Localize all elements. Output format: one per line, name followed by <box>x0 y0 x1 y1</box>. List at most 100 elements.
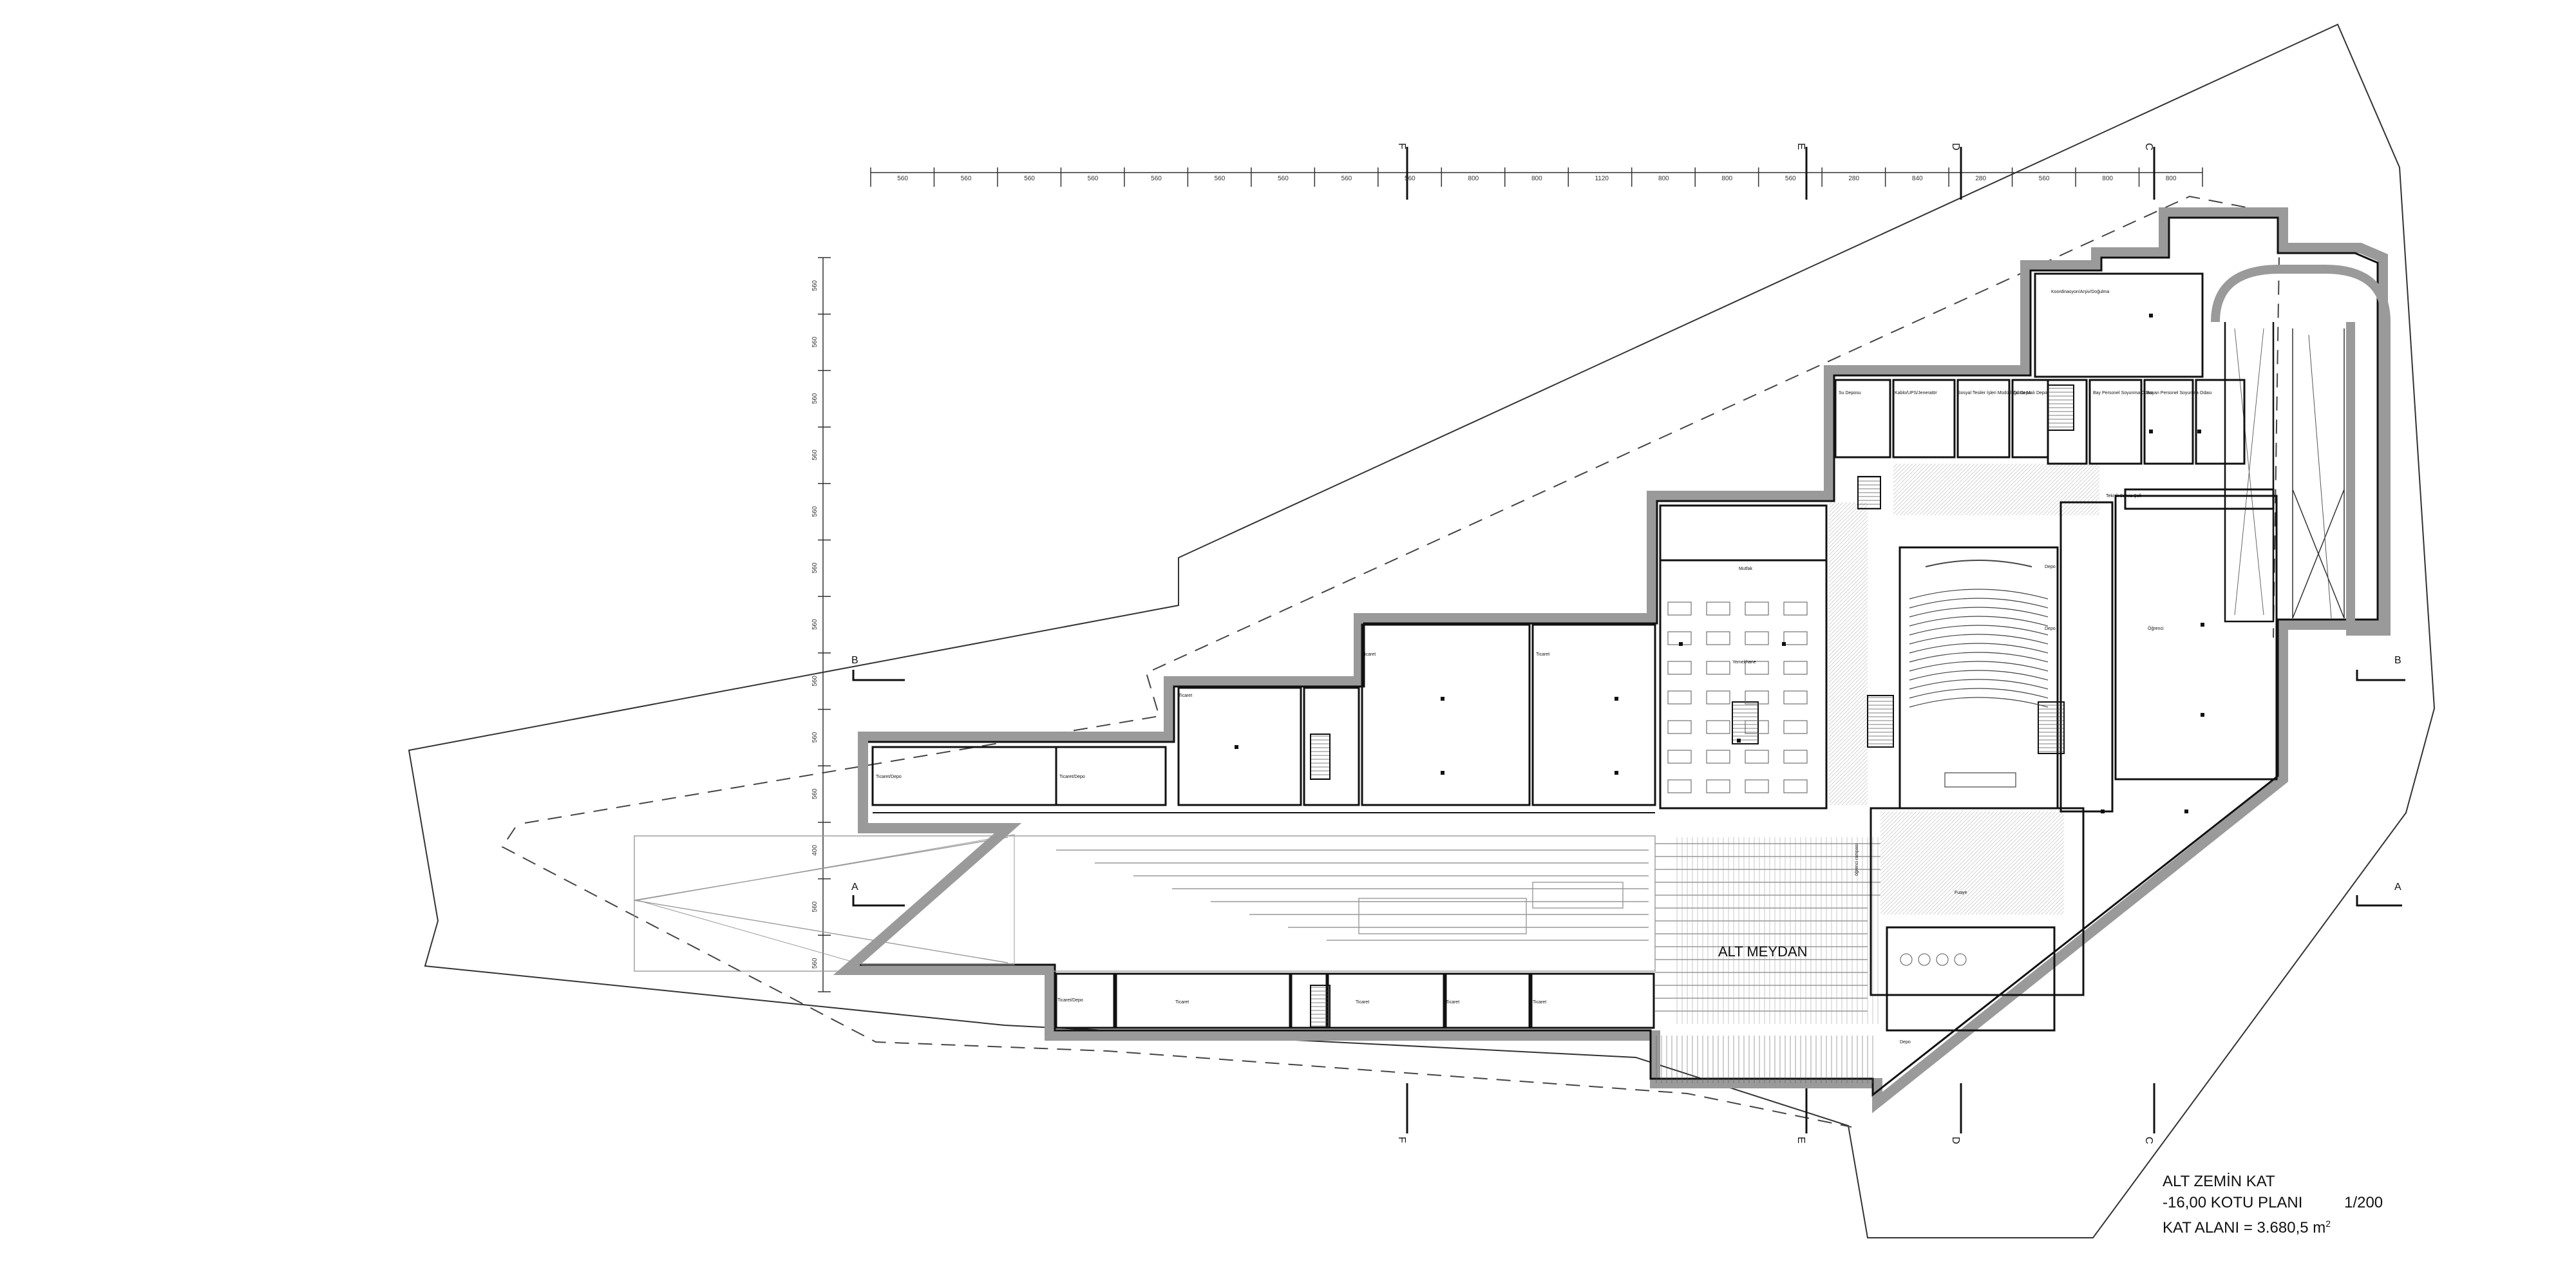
column <box>1679 642 1683 646</box>
dimension-value: 560 <box>811 732 819 743</box>
svg-text:Depo: Depo <box>2045 627 2056 631</box>
canteen-tables <box>1667 601 1967 966</box>
dimension-value: 560 <box>1278 175 1289 182</box>
svg-text:Mutfak: Mutfak <box>1739 567 1753 571</box>
floor-area-row: KAT ALANI = 3.680,5 m2 <box>2163 1213 2497 1238</box>
dimension-value: 800 <box>1721 175 1732 182</box>
dimension-value: 560 <box>1341 175 1352 182</box>
dimension-value: 560 <box>2039 175 2050 182</box>
table <box>1667 661 1692 675</box>
building-shell <box>833 207 2388 1113</box>
column <box>1737 739 1741 743</box>
table <box>1783 750 1808 764</box>
ramp-tower <box>2211 265 2391 636</box>
table <box>1783 631 1808 645</box>
svg-text:Teknik Servis Şefi: Teknik Servis Şefi <box>2106 494 2142 498</box>
interior-walls <box>871 272 2278 1032</box>
dimension-value: 800 <box>1658 175 1669 182</box>
column <box>2201 623 2204 627</box>
dimension-value: 400 <box>811 845 819 856</box>
table <box>1745 661 1769 675</box>
dimension-value: 560 <box>811 336 819 347</box>
table <box>1745 750 1769 764</box>
svg-text:Zabıta Malı Depo: Zabıta Malı Depo <box>2012 391 2047 395</box>
svg-text:Fuaye: Fuaye <box>1955 891 1967 895</box>
table <box>1745 690 1769 705</box>
site-boundary <box>408 23 2436 1238</box>
dimension-value: 560 <box>811 450 819 460</box>
svg-text:öğrenci rampası: öğrenci rampası <box>1855 844 1859 876</box>
table <box>1706 750 1730 764</box>
svg-text:Bayan Personel Soyunma Odası: Bayan Personel Soyunma Odası <box>2146 391 2212 395</box>
column <box>2184 810 2188 813</box>
cafe-table <box>1954 953 1967 966</box>
svg-text:Ticaret: Ticaret <box>1356 1000 1369 1005</box>
area-unit-superscript: 2 <box>2325 1218 2331 1229</box>
svg-text:E: E <box>1795 1137 1806 1144</box>
svg-text:Ticaret: Ticaret <box>1175 1000 1189 1005</box>
cafe-table <box>1918 953 1931 966</box>
table <box>1745 601 1769 616</box>
table <box>1667 750 1692 764</box>
svg-text:Bay Personel Soyunma Odası: Bay Personel Soyunma Odası <box>2093 391 2154 395</box>
title-block: ALT ZEMİN KAT -16,00 KOTU PLANI 1/200 KA… <box>2163 1171 2497 1238</box>
table <box>1667 690 1692 705</box>
column <box>1441 771 1444 775</box>
column <box>2149 314 2153 317</box>
stairs <box>1310 384 2074 1028</box>
table <box>1783 690 1808 705</box>
svg-text:A: A <box>851 882 858 893</box>
cafe-table <box>1900 953 1913 966</box>
plaza-outline <box>634 835 1880 1012</box>
dimension-value: 560 <box>811 958 819 969</box>
svg-text:D: D <box>1950 143 1961 151</box>
auditorium-seating <box>1909 560 2049 788</box>
dimension-value: 560 <box>811 506 819 516</box>
column <box>1441 697 1444 701</box>
svg-text:A: A <box>2394 882 2401 893</box>
dimension-value: 840 <box>1912 175 1923 182</box>
svg-text:F: F <box>1396 143 1407 149</box>
svg-text:E: E <box>1795 143 1806 150</box>
room-labels: Ticaret/Depo Ticaret/Depo Ticaret Ticare… <box>876 290 2212 1045</box>
table <box>1706 779 1730 793</box>
dimension-value: 560 <box>811 280 819 291</box>
svg-text:Kablo/UPS/Jeneratör: Kablo/UPS/Jeneratör <box>1895 391 1937 395</box>
table <box>1667 720 1692 734</box>
dimension-value: 560 <box>1785 175 1796 182</box>
setback-line-south <box>501 827 1852 1128</box>
svg-text:Ticaret: Ticaret <box>1533 1000 1546 1005</box>
svg-text:B: B <box>2394 655 2401 666</box>
dimension-value: 1120 <box>1595 175 1609 182</box>
svg-text:Ticaret: Ticaret <box>1362 652 1376 657</box>
dimension-value: 560 <box>811 676 819 687</box>
drawing-scale: 1/200 <box>2344 1194 2383 1211</box>
floor-area: KAT ALANI = 3.680,5 m <box>2163 1219 2326 1236</box>
svg-text:Ticaret/Depo: Ticaret/Depo <box>876 775 902 779</box>
table <box>1667 779 1692 793</box>
svg-text:Depo: Depo <box>1900 1040 1911 1045</box>
column <box>2201 713 2204 717</box>
dimension-value: 280 <box>1975 175 1986 182</box>
dimension-value: 280 <box>1848 175 1859 182</box>
grid-axis-markers <box>852 147 2405 1133</box>
cafe-table <box>1936 953 1949 966</box>
svg-text:Yemekhane: Yemekhane <box>1732 660 1756 665</box>
svg-text:Ticaret: Ticaret <box>1536 652 1549 657</box>
table <box>1745 720 1769 734</box>
dimension-value: 560 <box>1024 175 1035 182</box>
table <box>1706 631 1730 645</box>
circulation-hatch <box>637 464 2099 1083</box>
dimension-value: 560 <box>811 788 819 799</box>
table <box>1783 601 1808 616</box>
svg-text:B: B <box>851 655 858 666</box>
dimension-value: 560 <box>1405 175 1416 182</box>
table <box>1745 779 1769 793</box>
plaza-label: ALT MEYDAN <box>1718 943 1808 960</box>
svg-text:C: C <box>2143 1137 2154 1144</box>
svg-text:D: D <box>1950 1137 1961 1144</box>
table <box>1706 601 1730 616</box>
dimension-value: 560 <box>811 562 819 573</box>
